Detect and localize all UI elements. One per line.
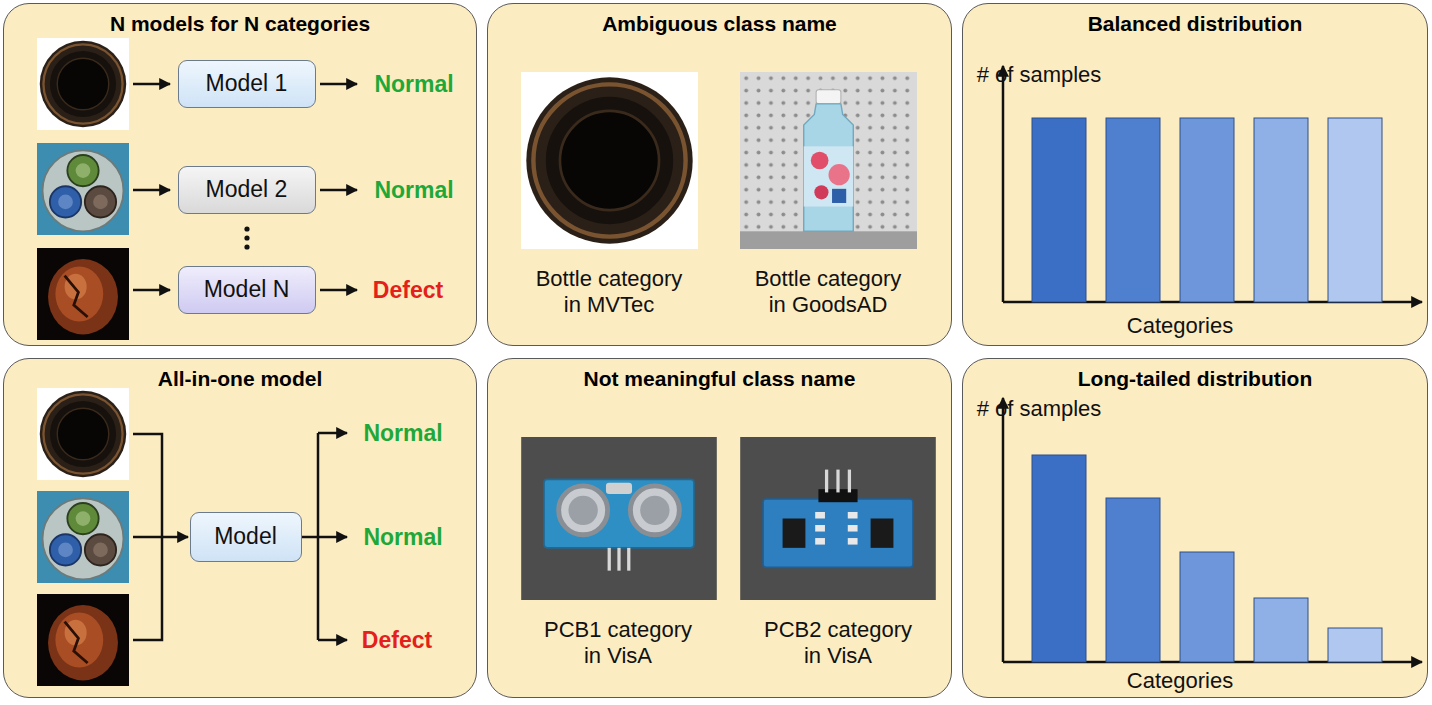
output-label: Normal: [359, 71, 469, 97]
panel-title: Long-tailed distribution: [963, 367, 1427, 391]
image-caption: PCB2 category in VisA: [758, 617, 918, 669]
ambiguous-art: [521, 72, 917, 249]
flow-arrow: [133, 434, 162, 640]
model-box: Model: [190, 512, 302, 562]
chart-bar: [1032, 455, 1382, 662]
ellipsis-dots: [244, 244, 249, 249]
flow-arrow: [318, 639, 347, 642]
model-box: Model N: [178, 266, 316, 314]
panel-box: Not meaningful class name: [487, 358, 952, 698]
model-label: Model 1: [206, 70, 288, 97]
chart-axis: [1003, 398, 1422, 662]
output-label: Normal: [348, 524, 458, 550]
flow-arrow: [318, 536, 347, 539]
model-label: Model 2: [206, 176, 288, 203]
chart-bar: [1106, 118, 1160, 302]
hazelnut-image: [37, 248, 129, 340]
ellipsis-dots: [244, 226, 249, 249]
output-label: Normal: [359, 177, 469, 203]
axis-label: # of samples: [959, 396, 1119, 422]
long-tailed-chart: [1003, 398, 1422, 662]
n-models-art: [37, 38, 357, 340]
cable-image: [37, 491, 129, 583]
pcb2-image: [740, 437, 936, 600]
output-label: Normal: [348, 420, 458, 446]
chart-bar: [1254, 598, 1308, 662]
cable-image: [37, 143, 129, 235]
chart-axis: [1002, 66, 1005, 302]
model-label: Model N: [204, 276, 290, 303]
chart-bar: [1328, 628, 1382, 662]
chart-bar: [1180, 118, 1234, 302]
panel-title: All-in-one model: [4, 367, 476, 391]
axis-label: Categories: [1100, 313, 1260, 339]
flow-arrow: [317, 433, 320, 640]
panel-title: Not meaningful class name: [488, 367, 951, 391]
flow-arrow: [318, 432, 347, 435]
flow-arrow: [302, 536, 318, 539]
goods-bottle-image: [740, 72, 917, 249]
model-box: Model 1: [178, 60, 316, 108]
axis-label: # of samples: [959, 62, 1119, 88]
panel-title: N models for N categories: [4, 12, 476, 36]
model-box: Model 2: [178, 166, 316, 214]
flow-arrow: [133, 84, 357, 290]
flow-arrow: [320, 83, 357, 86]
chart-bar: [1254, 118, 1308, 302]
chart-bar: [1032, 118, 1086, 302]
ellipsis-dots: [244, 226, 249, 231]
pcb1-image: [521, 437, 717, 600]
panel-box: Balanced distribution: [962, 3, 1428, 346]
axis-label: Categories: [1100, 668, 1260, 694]
chart-axis: [1002, 398, 1005, 662]
chart-bar: [1328, 118, 1382, 302]
output-label: Defect: [342, 627, 452, 653]
chart-bar: [1032, 455, 1086, 662]
flow-arrow: [320, 189, 357, 192]
output-label: Defect: [353, 277, 463, 303]
balanced-chart: [1003, 66, 1422, 302]
flow-arrow: [133, 289, 170, 292]
flow-arrow: [133, 433, 347, 640]
hazelnut-image: [37, 594, 129, 686]
image-caption: Bottle category in GoodsAD: [748, 266, 908, 318]
panel-title: Ambiguous class name: [488, 12, 951, 36]
flow-arrow: [320, 289, 357, 292]
flow-arrow: [133, 536, 188, 539]
bottle-image: [521, 72, 698, 249]
chart-bar: [1032, 118, 1382, 302]
chart-axis: [1003, 301, 1422, 304]
ellipsis-dots: [244, 235, 249, 240]
panel-title: Balanced distribution: [963, 12, 1427, 36]
bottle-image: [37, 388, 129, 480]
image-caption: PCB1 category in VisA: [538, 617, 698, 669]
flow-arrow: [133, 189, 170, 192]
not-meaningful-art: [521, 437, 936, 600]
chart-axis: [1003, 66, 1422, 302]
image-caption: Bottle category in MVTec: [529, 266, 689, 318]
chart-bar: [1180, 552, 1234, 662]
bottle-image: [37, 38, 129, 130]
chart-bar: [1106, 498, 1160, 662]
flow-arrow: [133, 83, 170, 86]
model-label: Model: [214, 523, 277, 550]
all-in-one-art: [37, 388, 347, 686]
chart-axis: [1003, 661, 1422, 664]
